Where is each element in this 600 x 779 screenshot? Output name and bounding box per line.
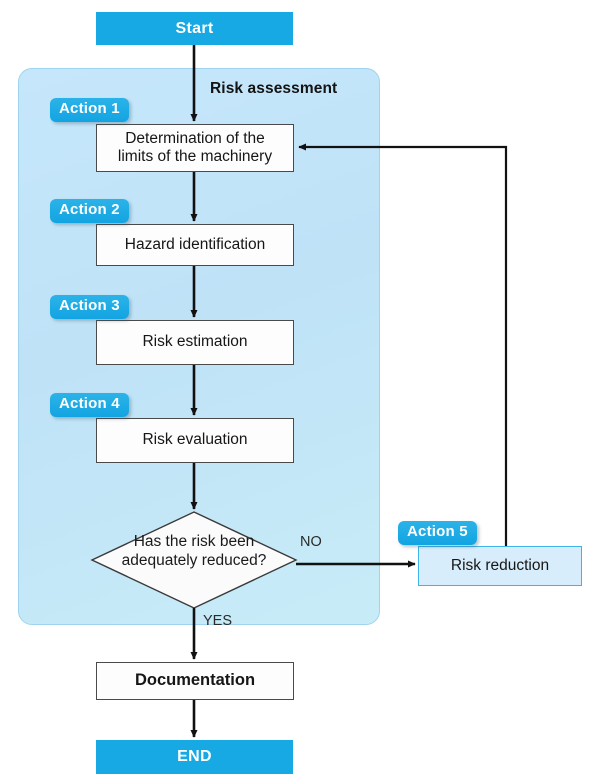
- decision-diamond: [90, 511, 298, 609]
- badge-action2: Action 2: [50, 199, 129, 223]
- node-end-label: END: [177, 748, 212, 765]
- node-action5[interactable]: Risk reduction: [418, 546, 582, 586]
- node-action3-label: Risk estimation: [142, 333, 248, 351]
- node-start[interactable]: Start: [96, 12, 293, 45]
- node-end[interactable]: END: [96, 740, 293, 774]
- edge-label-no: NO: [300, 534, 322, 550]
- badge-action3: Action 3: [50, 295, 129, 319]
- edge-label-yes: YES: [203, 613, 233, 629]
- node-action4-label: Risk evaluation: [142, 431, 248, 449]
- node-action2[interactable]: Hazard identification: [96, 224, 294, 266]
- node-documentation[interactable]: Documentation: [96, 662, 294, 700]
- node-action2-label: Hazard identification: [124, 235, 266, 253]
- risk-assessment-group-label: Risk assessment: [210, 80, 338, 97]
- node-action1-label-line1: Determination of the: [125, 129, 265, 147]
- node-action1[interactable]: Determination of the limits of the machi…: [96, 124, 294, 172]
- node-action5-label: Risk reduction: [450, 557, 550, 574]
- node-action4[interactable]: Risk evaluation: [96, 418, 294, 463]
- badge-action4: Action 4: [50, 393, 129, 417]
- node-start-label: Start: [175, 19, 214, 37]
- connector-action5-action1-feedback: [298, 143, 508, 546]
- node-action3[interactable]: Risk estimation: [96, 320, 294, 365]
- node-action1-label-line2: limits of the machinery: [117, 148, 273, 165]
- node-action1-label: Determination of the limits of the machi…: [118, 130, 272, 167]
- badge-action1: Action 1: [50, 98, 129, 122]
- node-documentation-label: Documentation: [134, 671, 256, 690]
- badge-action5: Action 5: [398, 521, 477, 545]
